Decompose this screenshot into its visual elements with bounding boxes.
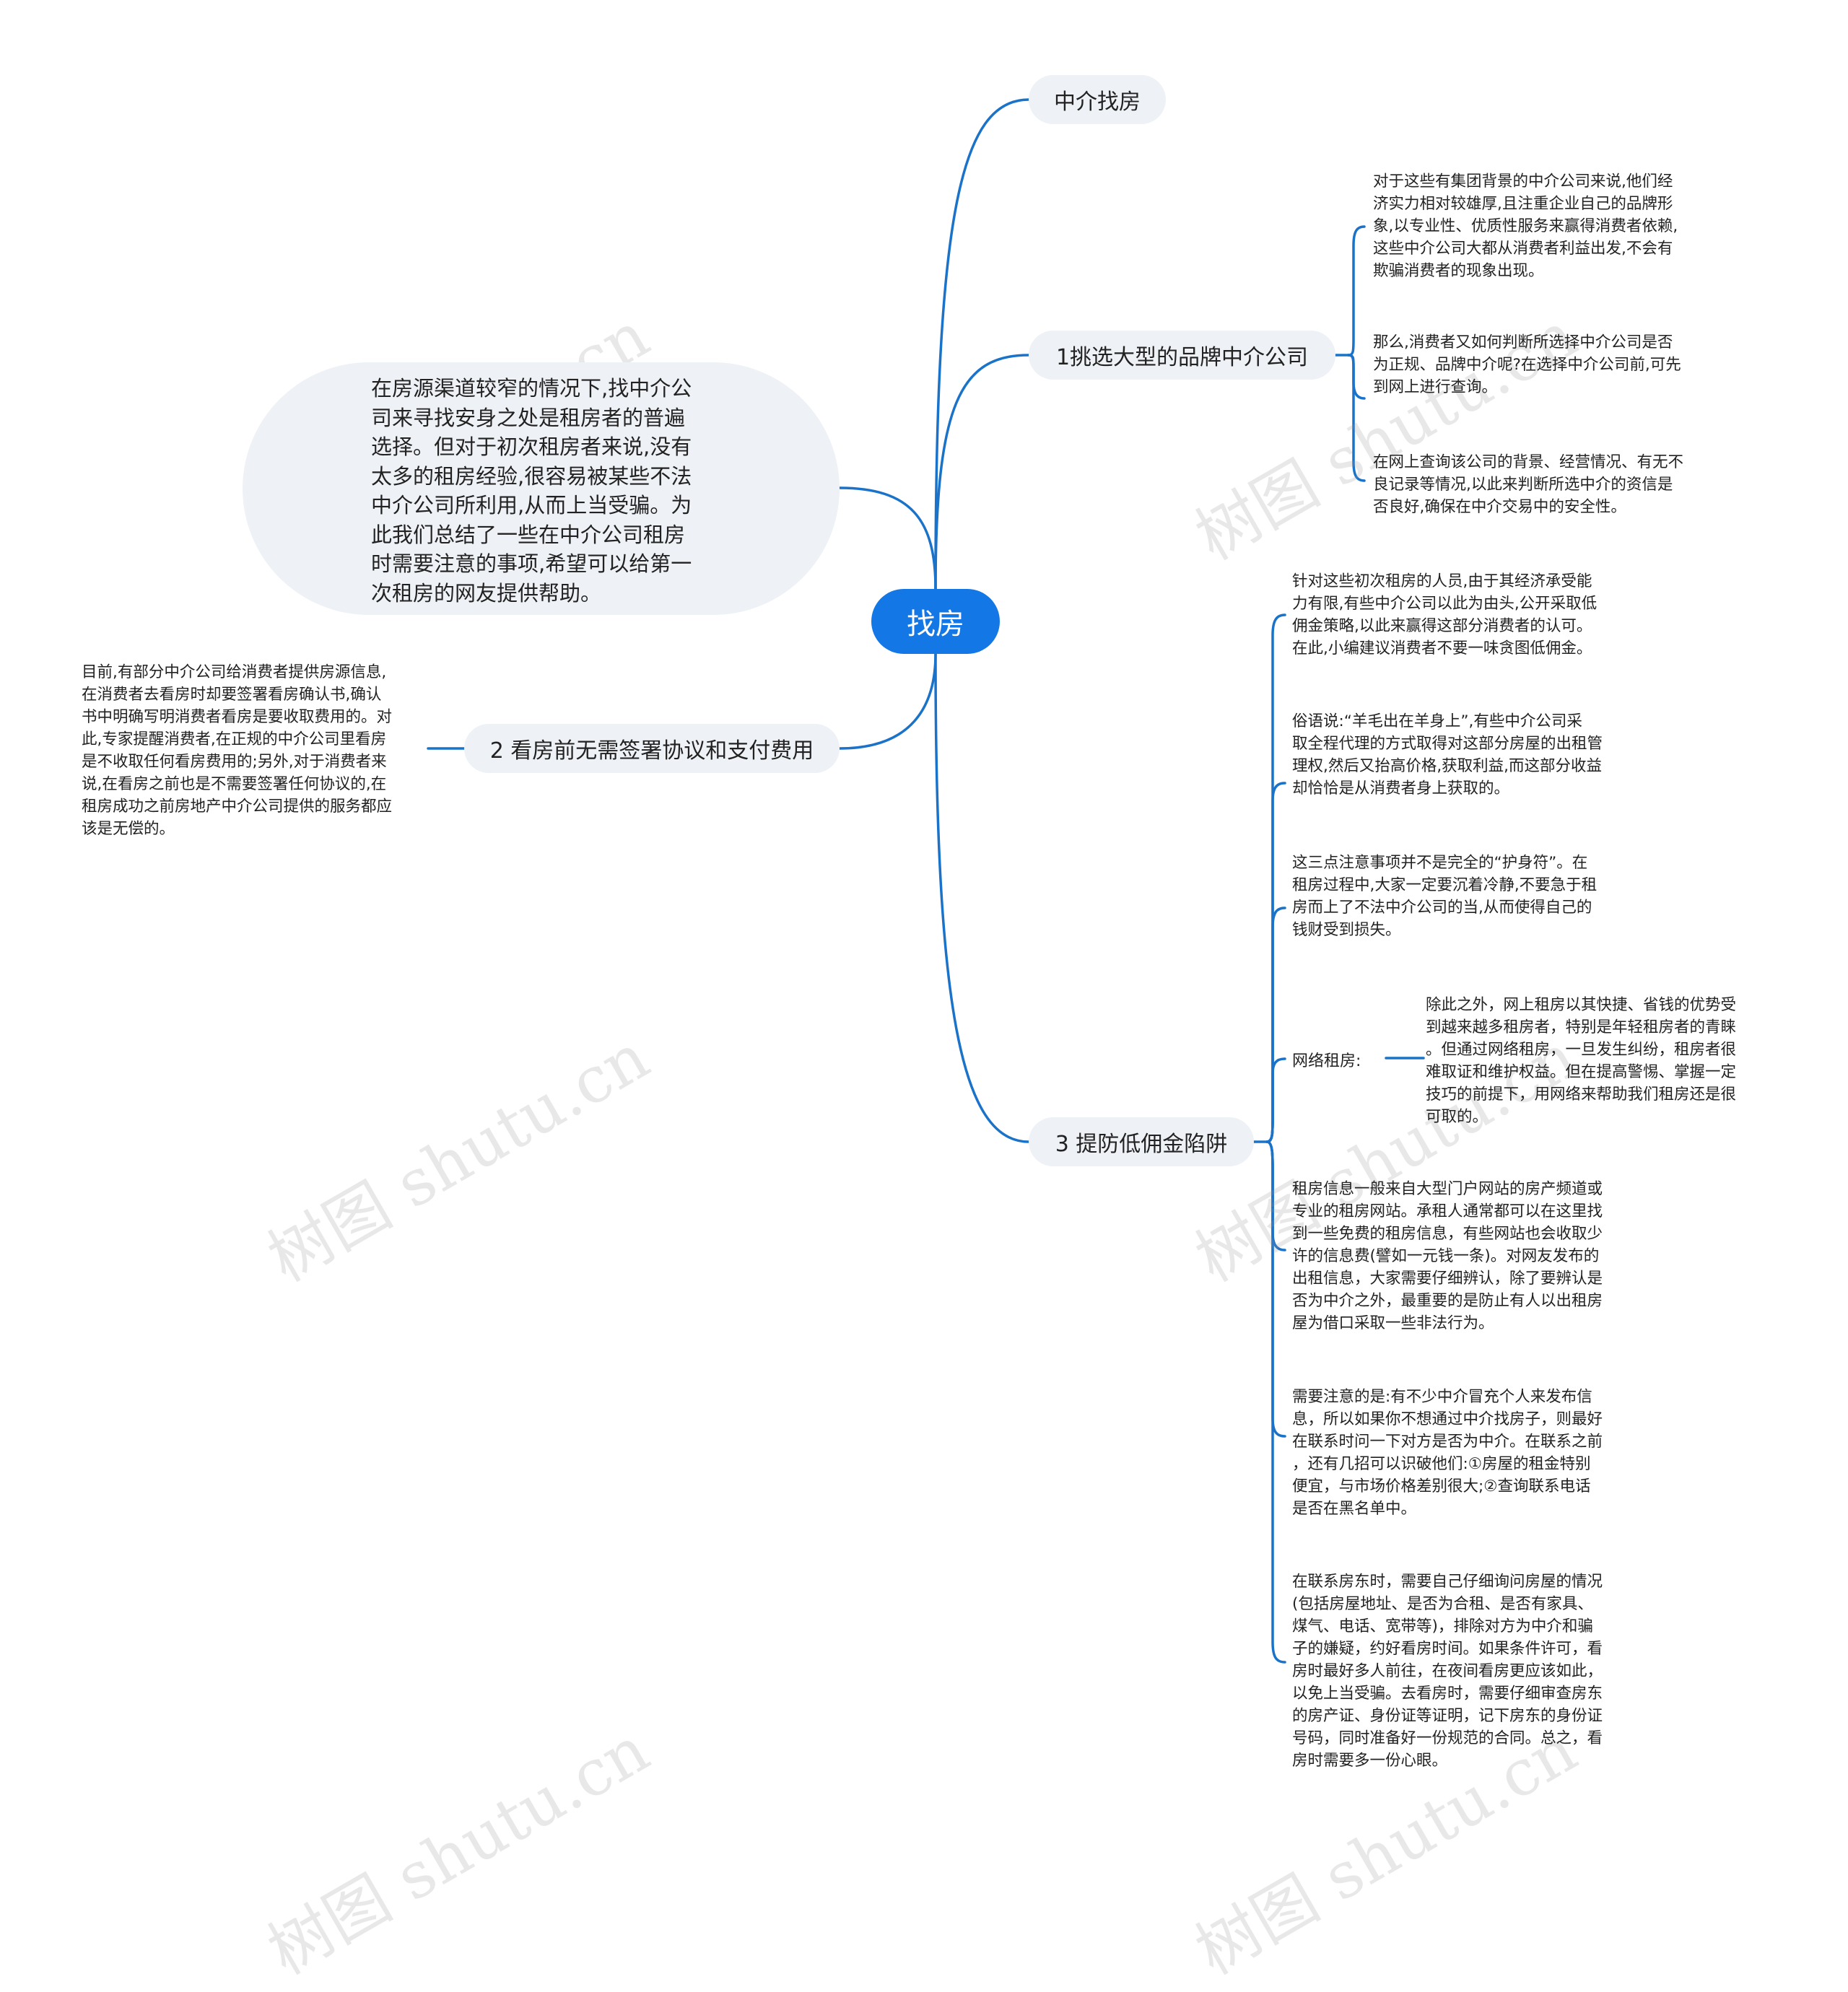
sub-wangluo[interactable]: 网络租房: <box>1292 1052 1361 1070</box>
branch-pinpai[interactable]: 1挑选大型的品牌中介公司 <box>1029 331 1335 380</box>
note-yongjin-4: 租房信息一般来自大型门户网站的房产频道或 专业的租房网站。承租人通常都可以在这里… <box>1292 1180 1603 1332</box>
connector-lines <box>427 98 1425 1664</box>
note-wangluo: 除此之外，网上租房以其快捷、省钱的优势受 到越来越多租房者，特别是年轻租房者的青… <box>1426 996 1737 1126</box>
link-root-zhongjie <box>934 98 1030 590</box>
intro-bubble[interactable] <box>243 362 840 615</box>
note-yongjin-3: 这三点注意事项并不是完全的“护身符”。在 租房过程中,大家一定要沉着冷静,不要急… <box>1292 854 1598 939</box>
intro-text: 在房源渠道较窄的情况下,找中介公 司来寻找安身之处是租房者的普遍 选择。但对于初… <box>371 376 692 606</box>
note-yongjin-6: 在联系房东时，需要自己仔细询问房屋的情况 (包括房屋地址、是否为合租、是否有家具… <box>1292 1573 1603 1770</box>
branch-kanfang[interactable]: 2 看房前无需签署协议和支付费用 <box>464 724 840 773</box>
link-root-intro <box>838 486 937 590</box>
note-pinpai-1: 对于这些有集团背景的中介公司来说,他们经 济实力相对较雄厚,且注重企业自己的品牌… <box>1373 172 1678 280</box>
note-yongjin-1: 针对这些初次租房的人员,由于其经济承受能 力有限,有些中介公司以此为由头,公开采… <box>1292 572 1598 658</box>
link-root-pinpai <box>934 354 1030 590</box>
branch-zhongjie[interactable]: 中介找房 <box>1029 75 1166 124</box>
note-pinpai-3: 在网上查询该公司的背景、经营情况、有无不 良记录等情况,以此来判断所选中介的资信… <box>1373 453 1684 516</box>
branch-yongjin[interactable]: 3 提防低佣金陷阱 <box>1029 1117 1254 1166</box>
note-yongjin-5: 需要注意的是:有不少中介冒充个人来发布信 息，所以如果你不想通过中介找房子，则最… <box>1292 1388 1603 1518</box>
note-kanfang-1: 目前,有部分中介公司给消费者提供房源信息, 在消费者去看房时却要签署看房确认书,… <box>82 663 393 838</box>
root-node[interactable]: 找房 <box>871 589 1000 654</box>
link-root-kanfang <box>838 652 937 750</box>
note-yongjin-2: 俗语说:“羊毛出在羊身上”,有些中介公司采 取全程代理的方式取得对这部分房屋的出… <box>1292 712 1603 798</box>
note-pinpai-2: 那么,消费者又如何判断所选择中介公司是否 为正规、品牌中介呢?在选择中介公司前,… <box>1373 333 1681 396</box>
link-root-yongjin <box>934 652 1030 1143</box>
